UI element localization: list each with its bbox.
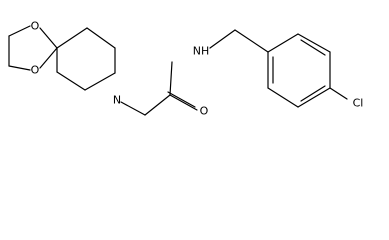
bonds [8,25,348,116]
bond [8,25,31,37]
atom-labels: O O N NH O Cl [31,20,364,118]
bond [169,61,173,96]
bond [267,87,299,108]
bond [300,39,326,56]
bond [120,101,146,116]
molecule-diagram: O O N NH O Cl [8,20,364,118]
bond [39,27,58,49]
bond [8,65,31,71]
bond [297,33,331,53]
bond [86,27,116,49]
oxygen-label: O [31,20,40,33]
amide-nh-label: NH [193,45,210,58]
bond [56,71,86,91]
bond [329,87,348,100]
bond [209,29,236,49]
nitrogen-label: N [113,94,121,107]
bond [144,94,171,116]
bond [167,91,196,108]
bond [56,27,88,49]
bond [39,47,58,69]
bond [169,94,198,111]
bond [234,29,269,53]
oxygen-label: O [31,64,40,77]
bond [84,72,116,91]
carbonyl-oxygen-label: O [200,105,209,118]
bond [267,33,299,53]
bond [300,85,326,102]
bond [297,87,331,108]
chlorine-label: Cl [353,97,364,110]
